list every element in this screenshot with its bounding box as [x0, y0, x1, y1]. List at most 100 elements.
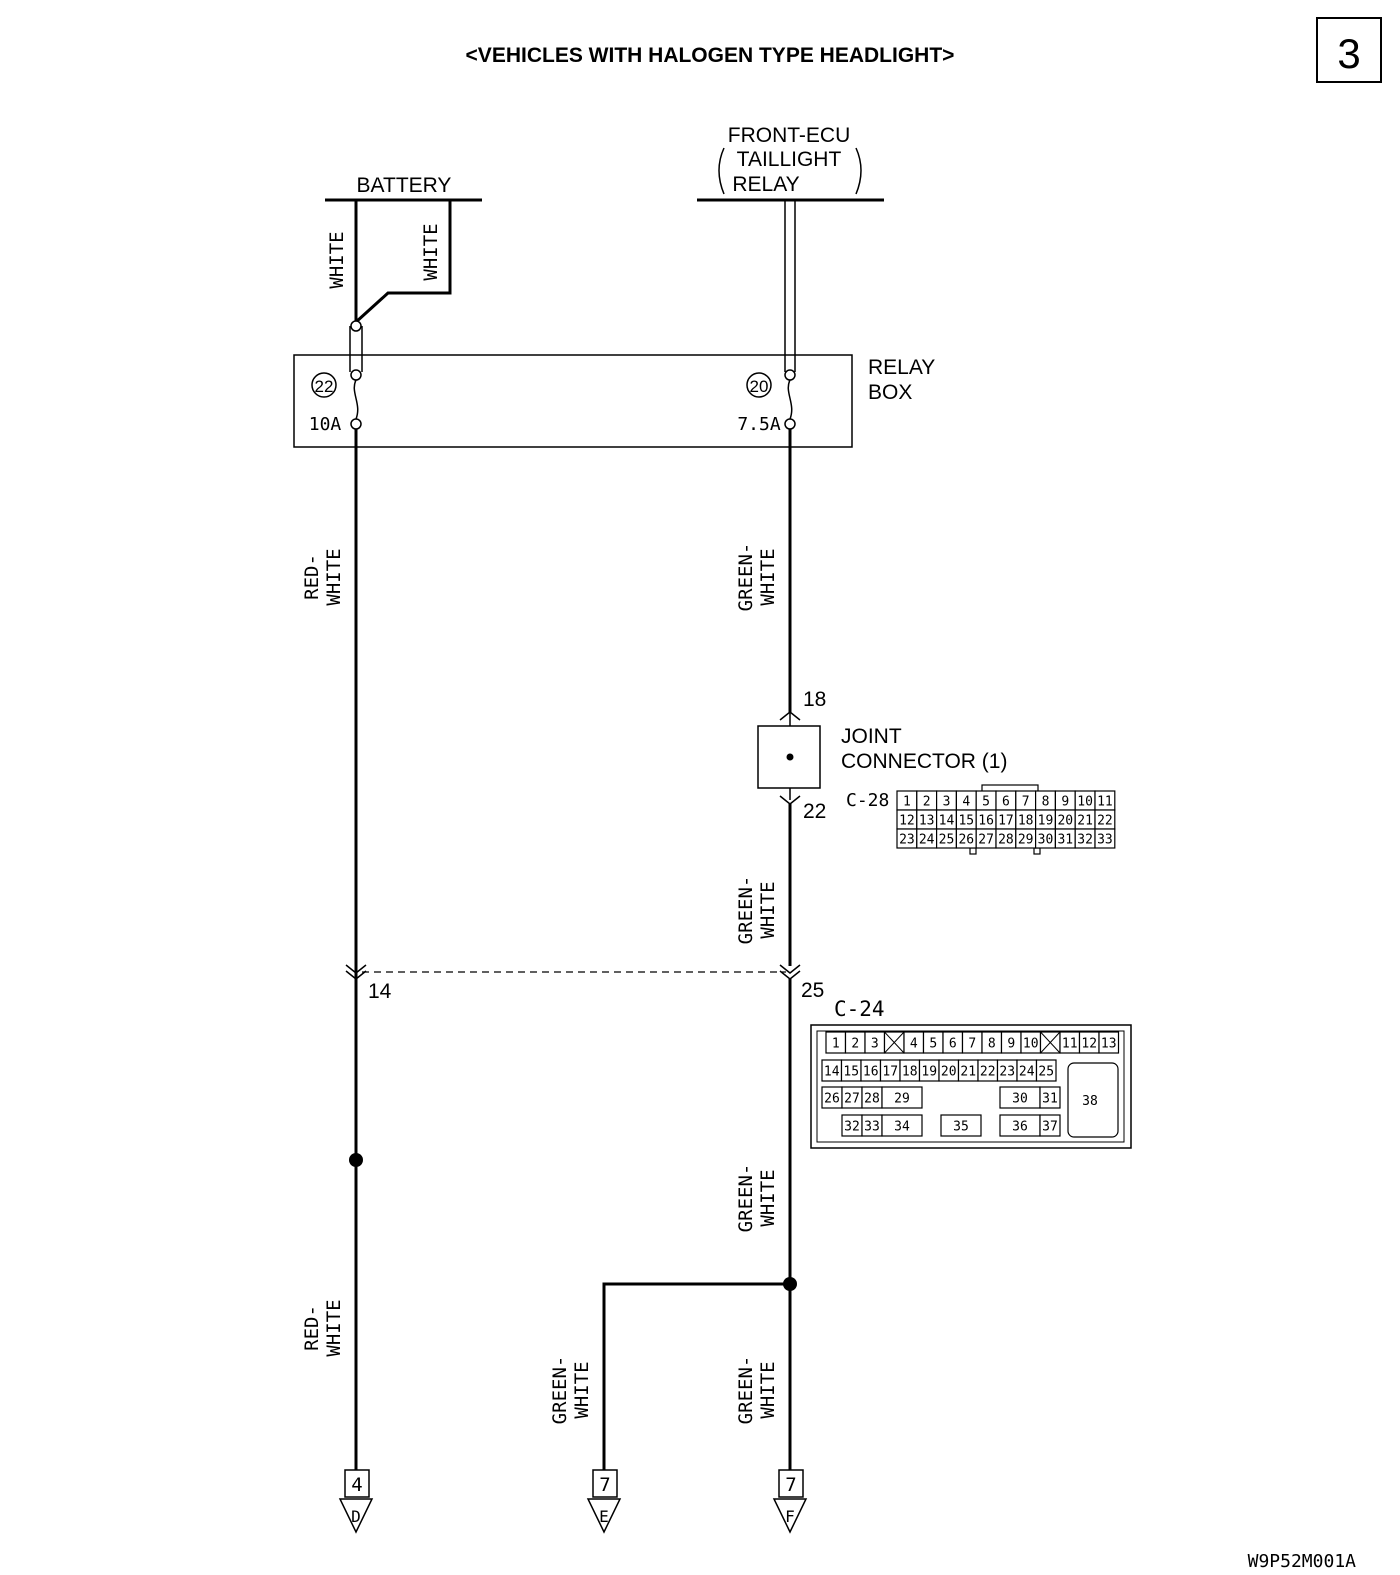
wire-white-b: [354, 200, 452, 324]
fuse-20-upper-terminal: [784, 369, 796, 381]
c28-pin-7: 7: [1022, 795, 1030, 810]
wire-label-green-white-3-a: GREEN-: [735, 1164, 757, 1233]
terminal-e-letter: E: [599, 1507, 609, 1526]
front-ecu-label-1: FRONT-ECU: [728, 124, 851, 147]
c24-pin-27: 27: [844, 1092, 860, 1107]
c28-pin-11: 11: [1097, 795, 1113, 810]
diagram-code: W9P52M001A: [1248, 1551, 1357, 1572]
c28-pin-26: 26: [958, 833, 974, 848]
joint-pin-18: 18: [803, 688, 826, 711]
c28-pin-30: 30: [1038, 833, 1054, 848]
fuse-20-rating: 7.5A: [737, 414, 781, 435]
splice-red-white: [349, 1153, 363, 1167]
c28-pin-25: 25: [939, 833, 955, 848]
c28-pin-10: 10: [1077, 795, 1093, 810]
c24-pin-22: 22: [980, 1065, 996, 1080]
wire-label-red-white-upper-2: WHITE: [323, 548, 345, 605]
c24-pin-25-cell: [1035, 1059, 1057, 1082]
front-ecu-bracket-right: [855, 147, 862, 195]
c28-pin-5: 5: [982, 795, 990, 810]
c28-pin-18: 18: [1018, 814, 1034, 829]
c24-pin-23: 23: [999, 1065, 1015, 1080]
c28-pin-19: 19: [1038, 814, 1054, 829]
terminal-d-number: 4: [351, 1474, 362, 1496]
front-ecu-label-2: TAILLIGHT: [737, 148, 842, 171]
c28-pin-16: 16: [978, 814, 994, 829]
c28-pin-29: 29: [1018, 833, 1034, 848]
c28-pin-28: 28: [998, 833, 1014, 848]
c28-pin-14: 14: [939, 814, 955, 829]
c24-pin-32: 32: [844, 1120, 860, 1135]
front-ecu-label-3: RELAY: [732, 173, 799, 196]
c24-pin-26: 26: [824, 1092, 840, 1107]
c24-pin-14: 14: [824, 1065, 840, 1080]
c24-id: C-24: [834, 997, 885, 1021]
joint-connector-dot: [786, 753, 794, 761]
c24-pin-16: 16: [863, 1065, 879, 1080]
c28-pin-33-cell: [1094, 828, 1116, 849]
c24-pin-25: 25: [801, 979, 824, 1002]
c24-pin-10: 10: [1023, 1037, 1039, 1052]
c24-pin-35-cell: [940, 1114, 982, 1137]
c24-pin-38: 38: [1082, 1094, 1098, 1109]
c24-pin-15: 15: [843, 1065, 859, 1080]
c24-pin-17: 17: [882, 1065, 898, 1080]
c24-pin-37: 37: [1042, 1120, 1058, 1135]
wire-label-green-white-branch-a: GREEN-: [549, 1356, 571, 1425]
joint-connector-label-2: CONNECTOR (1): [841, 750, 1007, 773]
c28-pin-23: 23: [899, 833, 915, 848]
c28-pin-32: 32: [1077, 833, 1093, 848]
c24-pin-30: 30: [1012, 1092, 1028, 1107]
c28-pin-15: 15: [958, 814, 974, 829]
wire-label-red-white-lower-2: WHITE: [323, 1299, 345, 1356]
c28-pin-12: 12: [899, 814, 915, 829]
c28-pin-6: 6: [1002, 795, 1010, 810]
terminal-f-letter: F: [785, 1507, 795, 1526]
terminal-d-letter: D: [351, 1507, 361, 1526]
joint-pin-22: 22: [803, 800, 826, 823]
wire-label-green-white-2-b: WHITE: [757, 881, 779, 938]
c24-pin-28: 28: [864, 1092, 880, 1107]
fuse-22-number-circle: [311, 372, 337, 398]
page-number-box: [1316, 17, 1382, 83]
wire-label-green-white-4-b: WHITE: [757, 1361, 779, 1418]
c28-pin-22: 22: [1097, 814, 1113, 829]
fuse-20-number: 20: [750, 377, 769, 396]
terminal-e: 7 E: [586, 1469, 622, 1534]
wire-label-green-white-1-a: GREEN-: [735, 543, 757, 612]
terminal-d: 4 D: [338, 1469, 374, 1534]
c24-pin-6: 6: [949, 1037, 957, 1052]
c24-pin-24: 24: [1019, 1065, 1035, 1080]
fuse-20-number-circle: [746, 372, 772, 398]
battery-label: BATTERY: [357, 174, 452, 197]
wire-label-white-a: WHITE: [326, 231, 348, 288]
c28-pin-9: 9: [1061, 795, 1069, 810]
c28-pin-24: 24: [919, 833, 935, 848]
fuse-22-number: 22: [315, 377, 334, 396]
c28-pin-8: 8: [1042, 795, 1050, 810]
c28-pin-33: 33: [1097, 833, 1113, 848]
c28-pin-4: 4: [962, 795, 970, 810]
c24-pin-3: 3: [871, 1037, 879, 1052]
c24-pin-34-cell: [881, 1114, 923, 1137]
c24-pin-19: 19: [921, 1065, 937, 1080]
c24-pin-5: 5: [929, 1037, 937, 1052]
c24-left-arrow-1: [345, 964, 367, 974]
joint-connector-label-1: JOINT: [841, 725, 902, 748]
fuse-20-lower-terminal: [784, 418, 796, 430]
terminal-f-number: 7: [785, 1474, 796, 1496]
c28-pin-20: 20: [1057, 814, 1073, 829]
c24-pin-2: 2: [851, 1037, 859, 1052]
fuse-20-element: [787, 379, 793, 420]
c24-pin-12: 12: [1081, 1037, 1097, 1052]
c28-pin-1: 1: [903, 795, 911, 810]
c28-pin-27: 27: [978, 833, 994, 848]
c24-pin-29-cell: [881, 1086, 923, 1109]
c24-pin-4: 4: [910, 1037, 918, 1052]
wire-label-green-white-2-a: GREEN-: [735, 876, 757, 945]
c24-pin-21: 21: [960, 1065, 976, 1080]
c24-pin-25: 25: [1038, 1065, 1054, 1080]
